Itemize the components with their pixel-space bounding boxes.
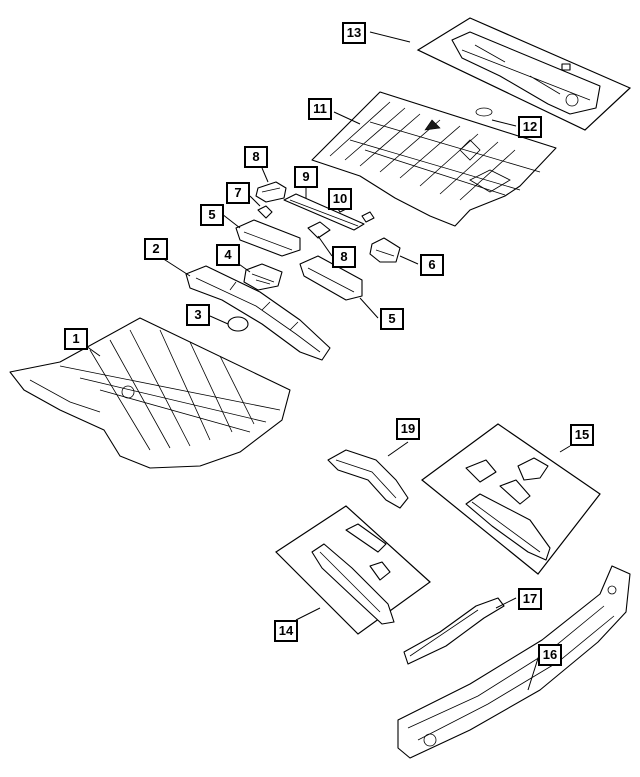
- callout-15: 15: [570, 424, 594, 446]
- part-11-rear-floor-pan: [311, 91, 557, 227]
- part-17-rail: [403, 597, 505, 665]
- part-2-tunnel-member: [185, 265, 331, 361]
- part-7-bracket: [307, 221, 331, 239]
- part-13-rear-crossmember: [416, 17, 632, 131]
- callout-9: 9: [294, 166, 318, 188]
- leader-lines: [85, 31, 571, 691]
- part-19-crossmember: [327, 449, 409, 509]
- callout-3: 3: [186, 304, 210, 326]
- callout-5-lower: 5: [380, 308, 404, 330]
- callout-14: 14: [274, 620, 298, 642]
- part-14-rail-kit: [275, 505, 431, 635]
- callout-11: 11: [308, 98, 332, 120]
- part-9-crossmember-bar: [283, 193, 365, 231]
- callout-19: 19: [396, 418, 420, 440]
- callout-12: 12: [518, 116, 542, 138]
- callout-17: 17: [518, 588, 542, 610]
- part-1-front-floor-pan: [9, 317, 291, 469]
- callout-6: 7: [226, 182, 250, 204]
- part-5-upper-reinforcement: [235, 219, 301, 257]
- part-8-upper-bracket: [255, 181, 287, 203]
- part-15-rail-kit: [421, 423, 601, 575]
- part-6-small-bracket: [257, 205, 273, 219]
- part-3-plug: [227, 316, 249, 332]
- callout-5-upper: 5: [200, 204, 224, 226]
- part-16-side-sill: [397, 565, 631, 759]
- part-5-lower-reinforcement: [299, 255, 363, 301]
- callout-1: 1: [64, 328, 88, 350]
- callout-13: 13: [342, 22, 366, 44]
- callout-10: 10: [328, 188, 352, 210]
- callout-2: 2: [144, 238, 168, 260]
- callout-16: 16: [538, 644, 562, 666]
- part-8-right-bracket: [369, 237, 401, 263]
- callout-8-right: 6: [420, 254, 444, 276]
- callout-7: 8: [332, 246, 356, 268]
- part-4-bracket: [243, 263, 283, 291]
- callout-4: 4: [216, 244, 240, 266]
- callout-8-upper: 8: [244, 146, 268, 168]
